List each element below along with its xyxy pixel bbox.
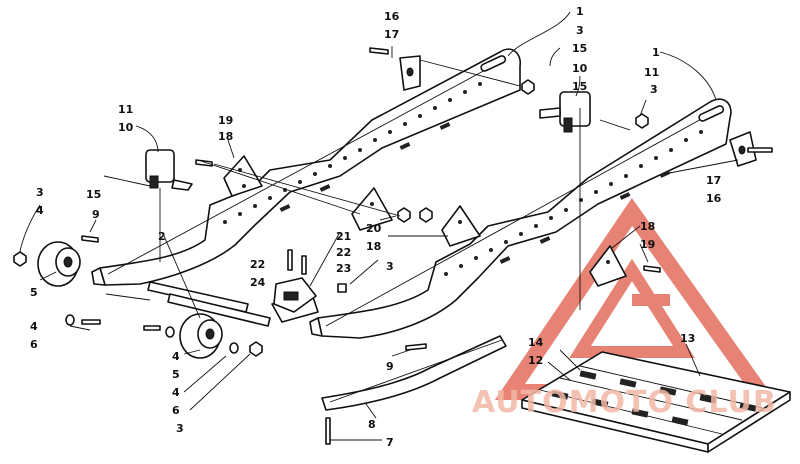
part-label: 3 [650,83,658,96]
idler-wheel-left [37,241,81,287]
right-slide-rail [309,98,732,339]
part-label: 6 [172,404,180,417]
idler-wheel-right [179,313,223,359]
part-label: 16 [706,192,722,205]
part-label: 9 [92,208,100,221]
part-label: 10 [118,121,134,134]
part-label: 18 [218,130,233,143]
part-label: 17 [384,28,399,41]
part-label: 4 [172,386,180,399]
part-label: 4 [172,350,180,363]
part-label: 10 [572,62,588,75]
part-label: 16 [384,10,400,23]
part-label: 20 [366,222,382,235]
part-label: 13 [680,332,695,345]
axle-block-right [729,131,757,167]
part-label: 18 [366,240,381,253]
shock-mount-bracket-rear [539,91,591,133]
triangle-bracket-mid-2 [441,205,481,247]
part-label: 1 [652,46,660,59]
part-label: 19 [218,114,233,127]
left-slide-rail [91,48,522,286]
part-label: 6 [30,338,38,351]
part-label: 8 [368,418,376,431]
part-label: 22 [336,246,351,259]
triangle-bracket-right [589,245,627,287]
part-label: 1 [576,5,584,18]
part-label: 11 [118,103,133,116]
wear-strip [321,335,507,411]
part-label: 23 [336,262,351,275]
part-label: 3 [36,186,44,199]
bolts-and-nuts [13,47,773,445]
part-number-labels: 1 1 2 3 3 3 3 3 4 4 4 4 5 5 6 6 7 8 9 9 … [30,5,722,449]
axle-block-top [399,55,421,91]
part-label: 7 [386,436,394,449]
part-label: 19 [640,238,655,251]
part-label: 11 [644,66,659,79]
part-label: 15 [572,42,587,55]
part-label: 2 [158,230,166,243]
part-label: 4 [30,320,38,333]
part-label: 5 [30,286,38,299]
part-label: 14 [528,336,544,349]
part-label: 12 [528,354,543,367]
part-label: 3 [176,422,184,435]
part-label: 21 [336,230,351,243]
triangle-bracket-left [223,155,263,197]
part-label: 22 [250,258,265,271]
part-label: 4 [36,204,44,217]
shock-mount-bracket-left [145,149,193,191]
leader-lines [19,11,739,441]
part-label: 24 [250,276,266,289]
watermark-text: AUTOMOTO CLUB [472,385,777,420]
part-label: 17 [706,174,721,187]
part-label: 9 [386,360,394,373]
part-label: 15 [572,80,587,93]
part-label: 18 [640,220,655,233]
clamp-assembly [273,277,317,313]
part-label: 15 [86,188,101,201]
part-label: 5 [172,368,180,381]
track-section-illustration [521,351,791,453]
part-label: 3 [386,260,394,273]
part-label: 3 [576,24,584,37]
